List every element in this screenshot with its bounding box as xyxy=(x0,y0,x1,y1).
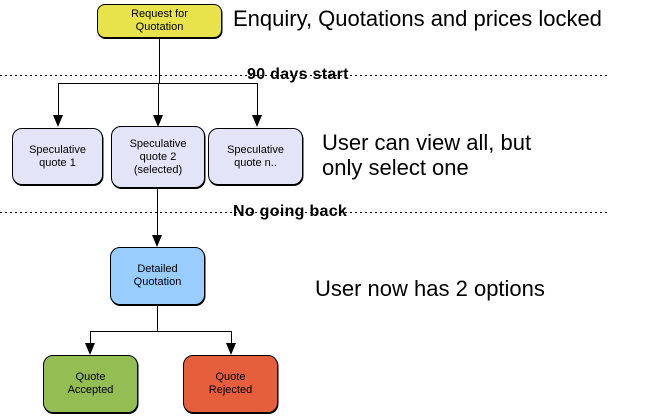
annotation-enquiry: Enquiry, Quotations and prices locked xyxy=(233,6,602,31)
connector-drop-rejected xyxy=(231,331,232,343)
arrow-down-icon xyxy=(85,343,95,355)
connector-drop-quote1 xyxy=(58,83,59,115)
node-quote-accepted: Quote Accepted xyxy=(43,355,138,413)
annotation-two-options: User now has 2 options xyxy=(315,276,545,301)
node-request-for-quotation: Request for Quotation xyxy=(97,4,222,38)
annotation-view-all: User can view all, but only select one xyxy=(322,130,532,180)
milestone-no-going-back: No going back xyxy=(233,203,348,220)
arrow-down-icon xyxy=(53,115,63,127)
connector-detailed-down xyxy=(157,305,158,331)
node-quote-rejected: Quote Rejected xyxy=(183,355,278,413)
arrow-down-icon xyxy=(252,115,262,127)
connector-drop-quoten xyxy=(257,83,258,115)
connector-drop-accepted xyxy=(90,331,91,343)
connector-drop-quote2 xyxy=(158,83,159,115)
connector-selected-down xyxy=(157,188,158,235)
node-speculative-quote-2-selected: Speculative quote 2 (selected) xyxy=(111,126,205,188)
node-speculative-quote-1: Speculative quote 1 xyxy=(12,128,103,185)
arrow-down-icon xyxy=(153,115,163,127)
arrow-down-icon xyxy=(152,235,162,247)
phase-separator-top xyxy=(0,75,607,76)
node-detailed-quotation: Detailed Quotation xyxy=(110,247,205,305)
phase-separator-bottom xyxy=(0,212,607,213)
arrow-down-icon xyxy=(226,343,236,355)
connector-branch-bottom xyxy=(90,331,232,332)
milestone-90-days-start: 90 days start xyxy=(247,66,349,83)
connector-rfq-down xyxy=(159,38,160,83)
node-speculative-quote-n: Speculative quote n.. xyxy=(208,128,303,185)
